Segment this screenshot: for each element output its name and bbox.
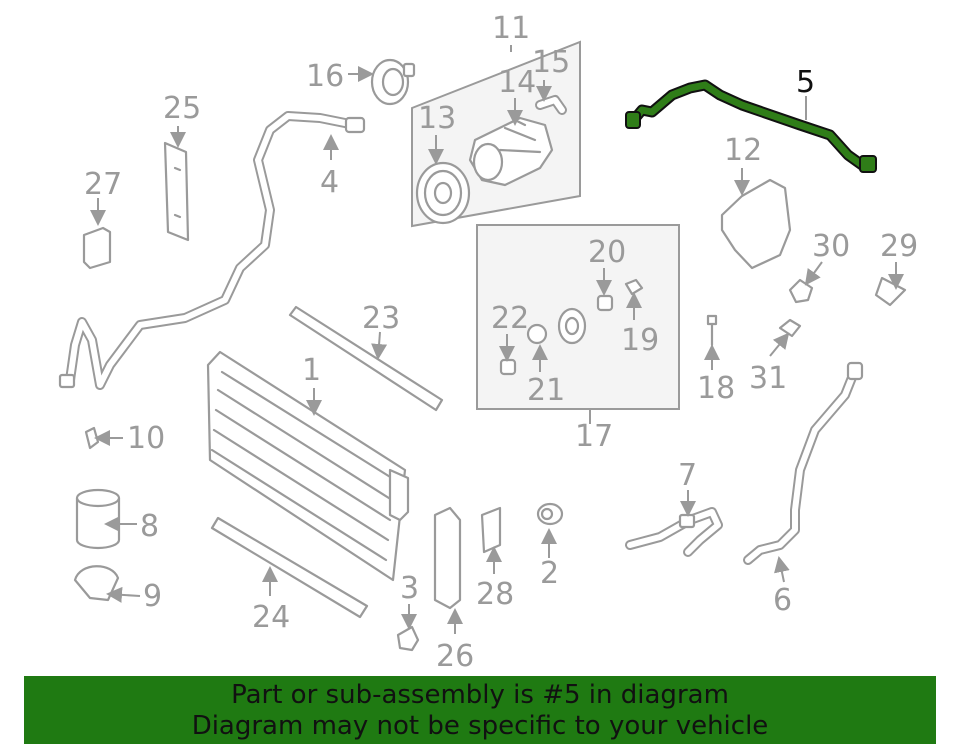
banner-line-2: Diagram may not be specific to your vehi… xyxy=(191,711,769,741)
part-4-line xyxy=(58,111,366,390)
part-7-hose xyxy=(625,507,723,557)
part-30 xyxy=(788,278,814,304)
banner-line-1: Part or sub-assembly is #5 in diagram xyxy=(231,680,729,710)
part-22 xyxy=(499,358,517,376)
callout-27[interactable]: 27 xyxy=(84,167,122,202)
callout-21[interactable]: 21 xyxy=(527,373,565,408)
part-3 xyxy=(396,625,420,652)
callout-4[interactable]: 4 xyxy=(320,165,339,200)
callout-25[interactable]: 25 xyxy=(163,91,201,126)
callout-8[interactable]: 8 xyxy=(140,509,159,544)
part-1-condenser xyxy=(206,350,410,582)
callout-15[interactable]: 15 xyxy=(532,45,570,80)
callout-5[interactable]: 5 xyxy=(796,65,815,100)
part-15 xyxy=(535,95,567,115)
part-18 xyxy=(706,314,718,347)
part-26 xyxy=(433,506,462,610)
part-16 xyxy=(370,58,416,106)
callout-16[interactable]: 16 xyxy=(306,59,344,94)
part-23 xyxy=(288,305,444,412)
callout-2[interactable]: 2 xyxy=(540,556,559,591)
callout-31[interactable]: 31 xyxy=(749,361,787,396)
callout-11[interactable]: 11 xyxy=(492,11,530,46)
callout-22[interactable]: 22 xyxy=(491,301,529,336)
callout-20[interactable]: 20 xyxy=(588,235,626,270)
part-27 xyxy=(82,226,112,270)
callout-18[interactable]: 18 xyxy=(697,371,735,406)
callout-23[interactable]: 23 xyxy=(362,301,400,336)
callout-24[interactable]: 24 xyxy=(252,600,290,635)
part-14 xyxy=(468,116,554,187)
callout-14[interactable]: 14 xyxy=(498,65,536,100)
part-2 xyxy=(536,502,564,526)
part-19 xyxy=(624,278,644,296)
callout-17[interactable]: 17 xyxy=(575,419,613,454)
part-21 xyxy=(526,323,548,345)
part-25 xyxy=(163,141,190,242)
part-13 xyxy=(415,161,471,225)
part-pulley-17 xyxy=(557,307,587,345)
part-8 xyxy=(75,488,121,550)
callout-28[interactable]: 28 xyxy=(476,577,514,612)
callout-29[interactable]: 29 xyxy=(880,229,918,264)
callout-6[interactable]: 6 xyxy=(773,583,792,618)
part-5-highlighted xyxy=(625,79,877,173)
callout-19[interactable]: 19 xyxy=(621,323,659,358)
callout-3[interactable]: 3 xyxy=(400,571,419,606)
callout-10[interactable]: 10 xyxy=(127,421,165,456)
part-6-hose xyxy=(743,361,864,565)
callout-9[interactable]: 9 xyxy=(143,579,162,614)
part-31 xyxy=(778,318,802,338)
info-banner: Part or sub-assembly is #5 in diagram Di… xyxy=(24,676,936,744)
part-20 xyxy=(596,294,614,312)
callout-12[interactable]: 12 xyxy=(724,133,762,168)
callout-13[interactable]: 13 xyxy=(418,101,456,136)
callout-labels: 1 2 3 4 5 6 7 8 9 10 11 12 13 14 15 16 1… xyxy=(84,11,918,674)
callout-30[interactable]: 30 xyxy=(812,229,850,264)
part-29 xyxy=(874,276,907,307)
part-28 xyxy=(480,506,502,554)
leader-lines xyxy=(90,45,904,634)
callout-26[interactable]: 26 xyxy=(436,639,474,674)
part-12 xyxy=(720,178,792,270)
callout-7[interactable]: 7 xyxy=(678,458,697,493)
part-24 xyxy=(210,516,369,619)
callout-1[interactable]: 1 xyxy=(302,353,321,388)
